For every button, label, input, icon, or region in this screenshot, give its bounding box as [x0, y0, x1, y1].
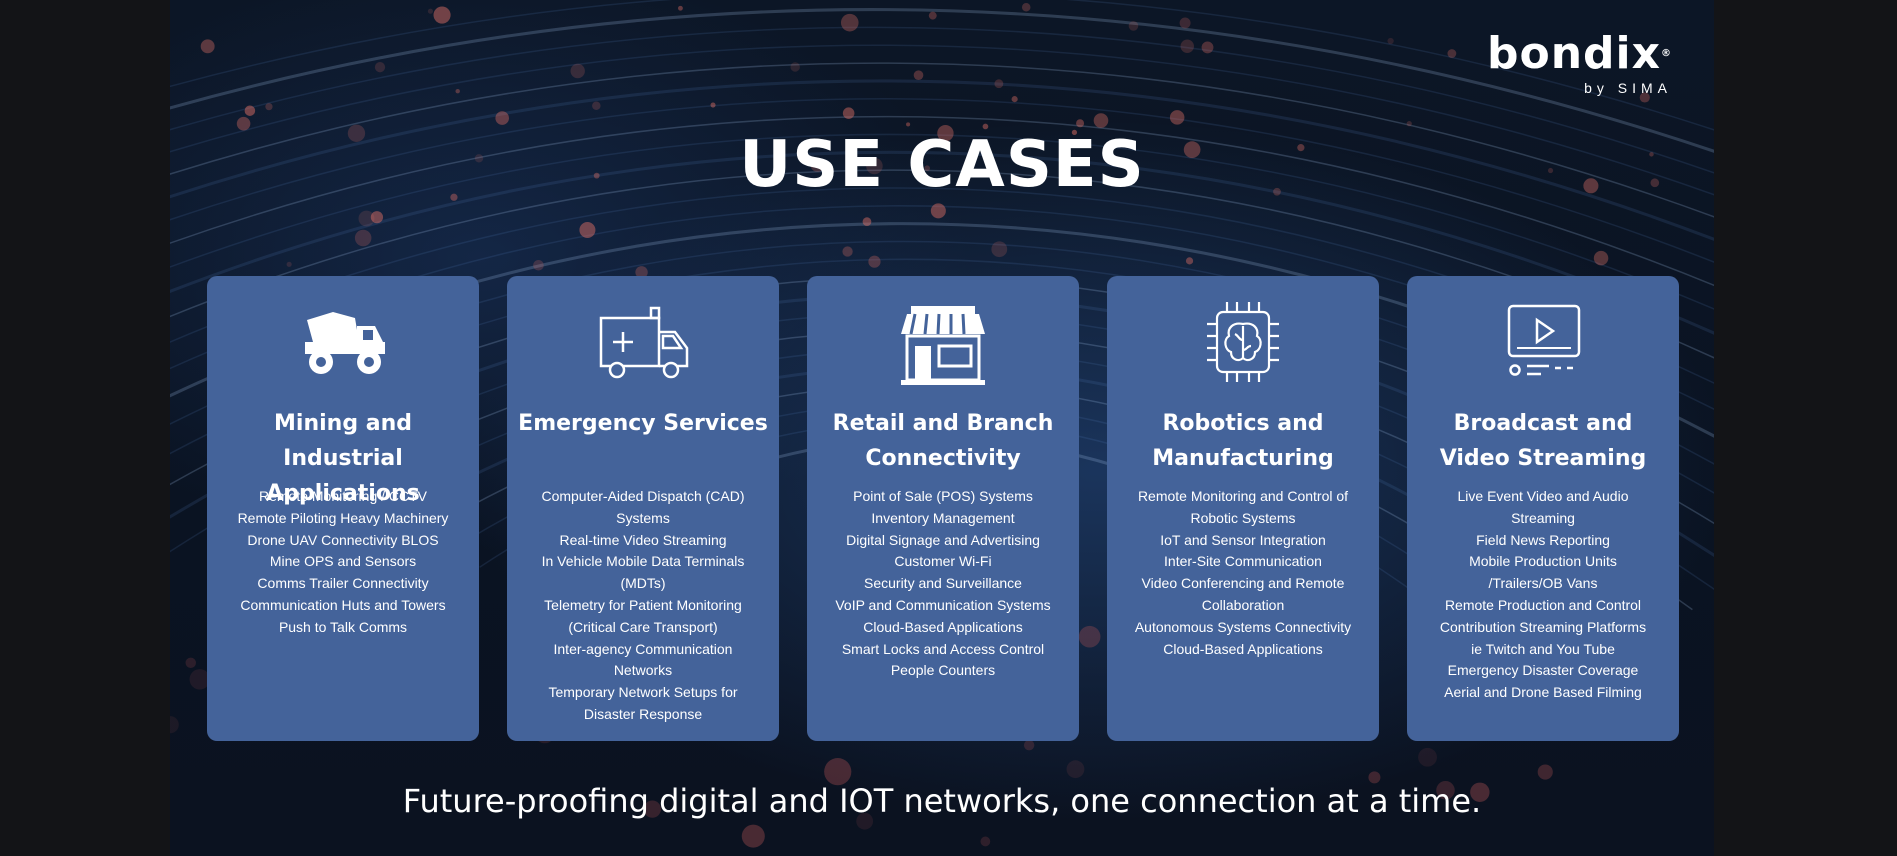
tagline: Future-proofing digital and IOT networks… — [402, 782, 1482, 820]
list-item: Digital Signage and Advertising — [846, 531, 1040, 548]
list-item: Inter-Site Communication — [1164, 553, 1322, 570]
card-items: Point of Sale (POS) Systems Inventory Ma… — [811, 486, 1075, 682]
brain-chip-icon — [1207, 302, 1279, 382]
list-item: Mine OPS and Sensors — [269, 553, 417, 570]
list-item: Push to Talk Comms — [278, 618, 408, 635]
list-item: (Critical Care Transport) — [568, 618, 718, 635]
list-item: Smart Locks and Access Control — [841, 640, 1045, 657]
page-title: USE CASES — [739, 128, 1145, 202]
list-item: Security and Surveillance — [864, 575, 1022, 592]
storefront-icon — [901, 306, 985, 385]
list-item: Inter-agency Communication — [553, 640, 733, 657]
list-item: Customer Wi-Fi — [894, 553, 992, 570]
card-title: Broadcast and Video Streaming — [1439, 411, 1647, 471]
list-item: Temporary Network Setups for — [548, 684, 738, 701]
hero-background: bondix® by SIMA USE CASES Mining and Ind… — [170, 0, 1714, 856]
list-item: Point of Sale (POS) Systems — [853, 488, 1033, 504]
list-item: Field News Reporting — [1476, 531, 1610, 548]
card-title: Retail and Branch Connectivity — [832, 411, 1054, 471]
card-title: Robotics and Manufacturing — [1152, 411, 1334, 471]
list-item: Live Event Video and Audio — [1457, 488, 1629, 504]
card-broadcast: Broadcast and Video Streaming Live Event… — [1407, 276, 1679, 741]
list-item: Remote Production and Control — [1444, 596, 1642, 613]
list-item: Cloud-Based Applications — [863, 618, 1023, 635]
list-item: Communication Huts and Towers — [240, 596, 446, 613]
list-item: Aerial and Drone Based Filming — [1444, 684, 1642, 701]
list-item: VoIP and Communication Systems — [835, 596, 1051, 613]
list-item: Remote Monitoring / CCTV — [258, 488, 428, 504]
card-retail: Retail and Branch Connectivity Point of … — [807, 276, 1079, 741]
list-item: Streaming — [1511, 509, 1575, 526]
list-item: (MDTs) — [620, 575, 666, 592]
card-title: Mining and Industrial Applications — [266, 411, 420, 506]
list-item: Inventory Management — [871, 509, 1015, 526]
list-item: In Vehicle Mobile Data Terminals — [541, 553, 745, 570]
list-item: Emergency Disaster Coverage — [1447, 662, 1639, 679]
bondix-logo: bondix® by SIMA — [1486, 28, 1672, 97]
list-item: Systems — [616, 509, 670, 526]
list-item: Computer-Aided Dispatch (CAD) — [541, 488, 745, 504]
list-item: Video Conferencing and Remote — [1141, 575, 1345, 592]
list-item: Remote Piloting Heavy Machinery — [237, 509, 449, 526]
list-item: Mobile Production Units — [1469, 553, 1617, 570]
list-item: Collaboration — [1201, 596, 1285, 613]
list-item: Remote Monitoring and Control of — [1137, 488, 1349, 504]
list-item: Drone UAV Connectivity BLOS — [247, 531, 439, 548]
logo-subtitle: by SIMA — [1584, 80, 1672, 96]
card-items: Remote Monitoring / CCTV Remote Piloting… — [211, 486, 475, 639]
list-item: Cloud-Based Applications — [1163, 640, 1323, 657]
list-item: Robotic Systems — [1190, 509, 1296, 526]
card-mining: Mining and Industrial Applications Remot… — [207, 276, 479, 741]
list-item: Real-time Video Streaming — [559, 531, 727, 548]
list-item: Autonomous Systems Connectivity — [1134, 618, 1352, 635]
list-item: IoT and Sensor Integration — [1160, 531, 1326, 548]
card-emergency: Emergency Services Computer-Aided Dispat… — [507, 276, 779, 741]
card-items: Remote Monitoring and Control of Robotic… — [1111, 486, 1375, 660]
list-item: People Counters — [890, 662, 996, 679]
card-items: Live Event Video and Audio Streaming Fie… — [1411, 486, 1675, 704]
list-item: Telemetry for Patient Monitoring — [544, 596, 742, 613]
list-item: ie Twitch and You Tube — [1471, 640, 1615, 657]
list-item: Contribution Streaming Platforms — [1439, 618, 1647, 635]
list-item: Comms Trailer Connectivity — [257, 575, 429, 592]
list-item: Networks — [613, 662, 673, 679]
list-item: /Trailers/OB Vans — [1488, 575, 1598, 592]
video-player-icon — [1507, 304, 1581, 376]
list-item: Disaster Response — [583, 705, 703, 722]
logo-registered-mark: ® — [1661, 48, 1672, 59]
logo-word: bondix — [1486, 28, 1661, 79]
card-title: Emergency Services — [518, 411, 768, 436]
mining-truck-icon — [305, 312, 385, 374]
card-items: Computer-Aided Dispatch (CAD) Systems Re… — [511, 486, 775, 726]
ambulance-icon — [599, 306, 689, 379]
card-robotics: Robotics and Manufacturing Remote Monito… — [1107, 276, 1379, 741]
